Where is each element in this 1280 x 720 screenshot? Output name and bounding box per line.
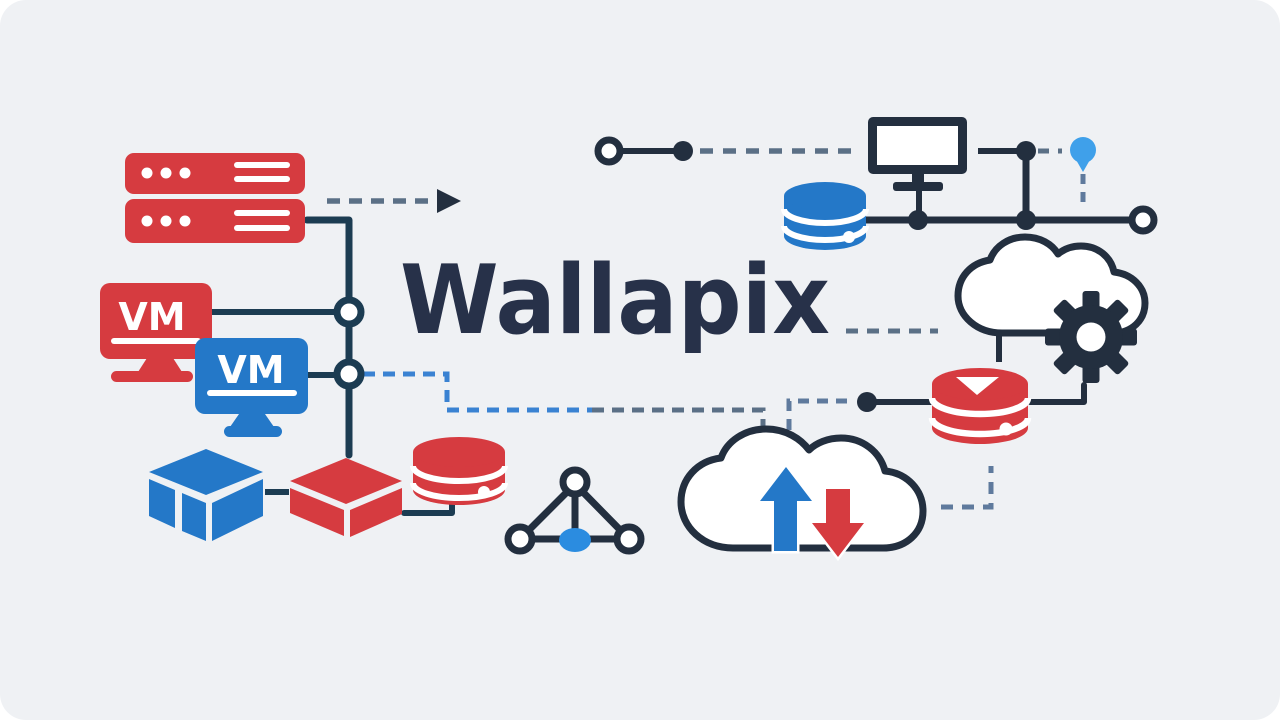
cloud-gear-icon	[954, 233, 1149, 383]
vm-monitor-blue-icon: VM	[195, 338, 308, 437]
desktop-monitor-icon	[868, 117, 967, 191]
node-dot-icon	[857, 392, 877, 412]
download-triangle-icon	[956, 377, 999, 395]
server-stack-icon	[125, 153, 305, 243]
connector-database-gear	[1027, 382, 1087, 405]
vm-blue-label: VM	[217, 348, 284, 392]
pin-dot-icon	[1070, 137, 1096, 172]
node-dot-icon	[1016, 210, 1036, 230]
node-ring-icon	[613, 523, 645, 555]
dashed-connector-vm-to-cloud-blue	[363, 371, 592, 413]
upload-arrow-icon	[754, 462, 818, 554]
node-ring-icon	[333, 296, 365, 328]
network-nodes-icon	[504, 466, 645, 555]
cloud-transfer-icon	[677, 425, 927, 562]
cube-blue-icon	[149, 449, 263, 541]
dashed-arrow-right-icon	[327, 189, 461, 213]
node-ring-icon	[333, 358, 365, 390]
storage-box-red-icon	[290, 458, 402, 537]
dashed-connector-database-to-cloud	[941, 466, 994, 510]
vm-red-label: VM	[118, 295, 185, 339]
node-dot-icon	[1016, 141, 1036, 161]
node-dot-icon	[908, 210, 928, 230]
database-red-right-icon	[928, 368, 1032, 444]
dashed-connector-cloud-to-node	[786, 398, 852, 430]
brand-title: Wallapix	[400, 246, 830, 356]
download-arrow-icon	[806, 486, 870, 562]
vm-monitor-red-icon: VM	[100, 283, 212, 382]
database-red-left-icon	[410, 437, 508, 505]
connector-box-database	[401, 499, 455, 516]
gear-icon	[1045, 291, 1137, 383]
node-ring-icon	[1128, 205, 1158, 235]
node-dot-icon	[673, 141, 693, 161]
node-ring-icon	[504, 523, 536, 555]
node-ring-icon	[594, 136, 624, 166]
dashed-connector-vm-to-cloud-gray	[592, 407, 766, 433]
node-blue-center	[559, 528, 591, 552]
database-blue-icon	[781, 182, 869, 250]
node-ring-icon	[559, 466, 591, 498]
trunk-connector	[303, 216, 353, 459]
